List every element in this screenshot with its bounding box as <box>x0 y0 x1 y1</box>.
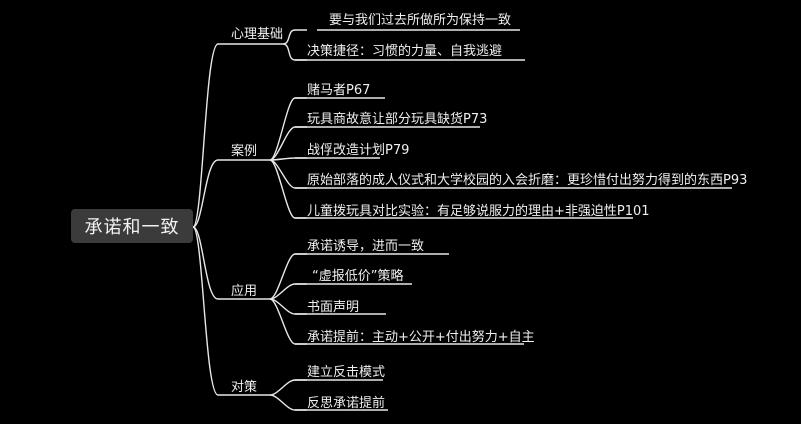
leaf-connector <box>269 157 307 161</box>
leaf-connector <box>282 43 307 61</box>
branch-connector <box>192 226 270 396</box>
branch-cases[interactable]: 案例 <box>231 144 258 159</box>
leaf-connector <box>269 159 307 189</box>
leaf-connector <box>269 379 307 396</box>
leaf-node[interactable]: 建立反击模式 <box>307 365 386 380</box>
leaf-node[interactable]: 战俘改造计划P79 <box>307 143 410 158</box>
leaf-node[interactable]: 赌马者P67 <box>307 83 371 98</box>
branch-connector <box>192 159 270 228</box>
leaf-connector <box>269 298 307 345</box>
leaf-connector <box>269 394 307 411</box>
leaf-node[interactable]: 要与我们过去所做所为保持一致 <box>329 13 512 28</box>
leaf-connector <box>269 126 307 161</box>
leaf-connector <box>269 253 307 300</box>
leaf-node[interactable]: 承诺提前：主动+公开+付出努力+自主 <box>307 330 535 345</box>
branch-applications[interactable]: 应用 <box>231 284 258 299</box>
root-node-label: 承诺和一致 <box>84 217 180 238</box>
branch-connector <box>192 226 270 300</box>
leaf-node[interactable]: 反思承诺提前 <box>307 396 386 411</box>
leaf-node[interactable]: 玩具商故意让部分玩具缺货P73 <box>307 112 488 127</box>
leaf-node[interactable]: 书面声明 <box>307 300 360 315</box>
leaf-node[interactable]: 决策捷径：习惯的力量、自我逃避 <box>307 44 503 59</box>
leaf-connector <box>269 97 307 161</box>
leaf-node[interactable]: 儿童拨玩具对比实验：有足够说服力的理由+非强迫性P101 <box>307 204 650 219</box>
branch-countermeasures[interactable]: 对策 <box>231 380 258 395</box>
leaf-connector <box>269 283 307 300</box>
leaf-connector <box>269 159 307 219</box>
branch-psych-basis[interactable]: 心理基础 <box>231 27 284 42</box>
root-node[interactable]: 承诺和一致 <box>71 209 193 243</box>
leaf-node[interactable]: “虚报低价”策略 <box>312 269 404 284</box>
leaf-node[interactable]: 原始部落的成人仪式和大学校园的入会折磨：更珍惜付出努力得到的东西P93 <box>307 173 748 188</box>
branch-connector <box>192 43 283 228</box>
leaf-connector <box>282 29 307 45</box>
leaf-node[interactable]: 承诺诱导，进而一致 <box>307 239 425 254</box>
